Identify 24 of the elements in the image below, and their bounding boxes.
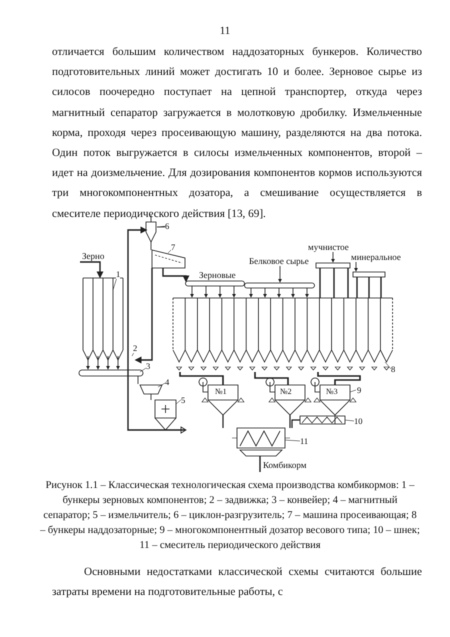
- callout-number: 6: [165, 222, 170, 230]
- body-paragraph: отличается большим количеством наддозаторных бункеров. Количество подготовительных линий может достигать 10 и более. Зерновое сырье из силосов поочередно поступает на цепной транспортер, откуда через магнитный сепаратор загружается в молотковую дробилку. Измельченные корма, проходя через просеивающую машину, разделяются на два потока. Один поток выгружается в силосы измельченных компонентов, второй – идет на доизмельчение. Для дозирования компонентов кормов используются три многокомпонентных дозатора, а смешивание осуществляется в смесителе периодического действия [13, 69].: [52, 45, 422, 222]
- callout-number: 7: [171, 243, 176, 252]
- figure-caption: Рисунок 1.1 – Классическая технологическая схема производства комбикормов: 1 – бункеры зерновых компонентов; 2 – задвижка; 3 – конвейер; 4 – магнитный сепаратор; 5 – измельчитель; 6 – циклон-разгрузитель; 7 – машина просеивающая; 8 – бункеры наддозаторные; 9 – многокомпонентный дозатор весового типа; 10 – шнек; 11 – смеситель периодического действия: [40, 479, 420, 553]
- page-number: 11: [218, 26, 232, 37]
- output-label: Комбикорм: [263, 461, 306, 470]
- callout-number: 8: [391, 365, 396, 374]
- callout-number: 10: [354, 417, 362, 426]
- callout-number: 4: [165, 378, 170, 386]
- flow-label: минеральное: [351, 253, 401, 262]
- doser-number: №2: [280, 388, 292, 396]
- doser-number: №3: [326, 388, 338, 396]
- callout-number: 9: [357, 386, 362, 394]
- flow-label: Зерновые: [199, 271, 236, 280]
- doser-number: №1: [215, 388, 227, 396]
- callout-number: 5: [181, 396, 186, 404]
- callout-number: 1: [116, 270, 120, 278]
- flow-label: мучнистое: [308, 243, 349, 252]
- callout-number: 3: [146, 362, 150, 370]
- body-paragraph: Основными недостатками классической схемы считаются большие затраты времени на подготовительные работы, с: [52, 565, 422, 600]
- flow-label: Зерно: [82, 252, 104, 261]
- callout-number: 2: [133, 344, 138, 352]
- callout-number: 11: [300, 437, 308, 446]
- flow-label: Белковое сырье: [249, 257, 309, 266]
